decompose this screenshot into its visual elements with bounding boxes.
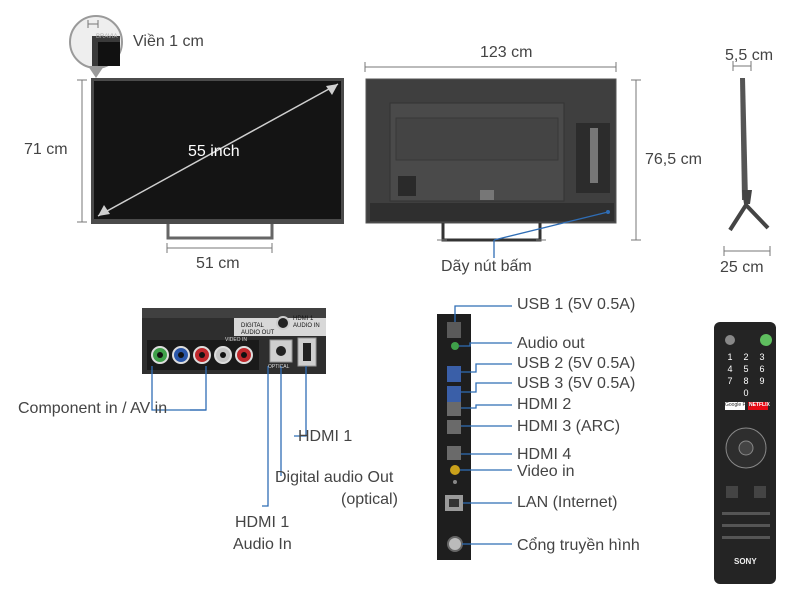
remote-google-play: Google Play [725, 402, 753, 408]
bezel-label: Viền 1 cm [133, 33, 204, 50]
hdmi-audio-in-jack [276, 316, 290, 330]
tv-side-body [740, 78, 748, 200]
remote-netflix: NETFLIX [749, 402, 770, 408]
port-label-antenna: Cổng truyền hình [517, 537, 640, 554]
remote-key: 9 [759, 376, 765, 386]
component-label: Component in / AV in [18, 400, 168, 417]
remote-key: 1 [727, 352, 733, 362]
remote-key: 2 [743, 352, 749, 362]
port-label-audio-out: Audio out [517, 335, 585, 352]
tv-diagonal-label: 55 inch [188, 143, 240, 160]
panel-text-optical: OPTICAL [268, 364, 290, 370]
panel-text-digital: DIGITAL [241, 323, 264, 329]
port-label-hdmi2: HDMI 2 [517, 396, 572, 413]
port-label-lan: LAN (Internet) [517, 494, 618, 511]
button-row-label: Dãy nút bấm [441, 258, 532, 275]
stand-width-label: 51 cm [196, 255, 240, 272]
remote-key: 6 [759, 364, 765, 374]
remote-key: 3 [759, 352, 765, 362]
hdmi-audio-label-2: Audio In [233, 536, 292, 553]
optical-label-1: Digital audio Out [275, 469, 394, 486]
tv-back-stand [441, 223, 542, 242]
hdmi1-label: HDMI 1 [298, 428, 353, 445]
remote-brand: SONY [734, 557, 757, 566]
side-port-strip [437, 314, 471, 560]
port-label-usb1: USB 1 (5V 0.5A) [517, 296, 636, 313]
port-label-usb3: USB 3 (5V 0.5A) [517, 375, 636, 392]
bezel-logo: BRAVIA [96, 34, 118, 40]
tv-depth-label: 5,5 cm [725, 47, 774, 64]
remote-key: 7 [727, 376, 733, 386]
panel-text-audio-out: AUDIO OUT [241, 330, 275, 336]
tv-width-label: 123 cm [480, 44, 533, 61]
port-label-hdmi3: HDMI 3 (ARC) [517, 418, 621, 435]
panel-text-audio-in: AUDIO IN [293, 323, 320, 329]
remote-key: 8 [743, 376, 749, 386]
tv-side-stand [728, 201, 770, 232]
tv-height-label: 71 cm [24, 141, 68, 158]
port-label-usb2: USB 2 (5V 0.5A) [517, 355, 636, 372]
remote-keypad: 1 2 3 4 5 6 7 8 9 0 [722, 352, 770, 398]
panel-text-video-in: VIDEO IN [225, 337, 247, 343]
hdmi-audio-label-1: HDMI 1 [235, 514, 290, 531]
remote-key: 5 [743, 364, 749, 374]
remote-key: 0 [743, 388, 749, 398]
port-label-video-in: Video in [517, 463, 575, 480]
port-label-hdmi4: HDMI 4 [517, 446, 572, 463]
panel-text-hdmi1: HDMI 1 [293, 316, 314, 322]
remote-key: 4 [727, 364, 733, 374]
optical-label-2: (optical) [341, 491, 398, 508]
tv-front-stand [166, 224, 274, 240]
diagonal-arrow [97, 83, 339, 217]
stand-depth-label: 25 cm [720, 259, 764, 276]
tv-back-height-label: 76,5 cm [645, 151, 702, 168]
